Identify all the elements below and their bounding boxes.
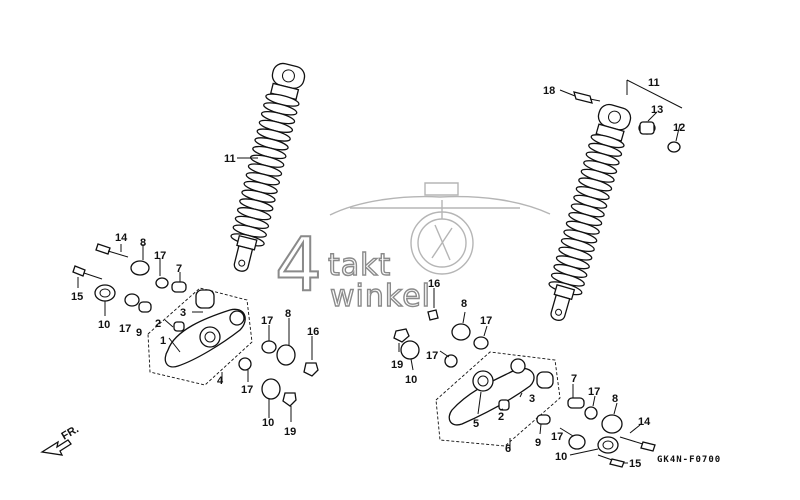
callout-17-left-top: 17	[154, 250, 166, 262]
right-top-bushings	[573, 79, 683, 153]
callout-1-left: 1	[160, 335, 166, 347]
callout-8-left-top: 8	[140, 237, 146, 249]
callout-8-left-right: 8	[285, 308, 291, 320]
callout-16-left: 16	[307, 326, 319, 338]
callout-19-left: 19	[284, 426, 296, 438]
watermark-word-winkel: winkel	[330, 279, 431, 314]
front-arrow-icon	[40, 439, 72, 456]
watermark-scooter	[329, 182, 551, 275]
callout-17-right-bottom: 17	[551, 431, 563, 443]
callout-19-right: 19	[391, 359, 403, 371]
callout-3-left: 3	[180, 307, 186, 319]
callout-12-right: 12	[673, 122, 685, 134]
callout-17-left-mid: 17	[119, 323, 131, 335]
watermark-word-takt: takt	[328, 248, 391, 283]
callout-9-left: 9	[136, 327, 142, 339]
callout-11-right: 11	[648, 77, 660, 89]
callout-18-right: 18	[543, 85, 555, 97]
right-link-assembly	[393, 309, 656, 468]
callout-7-right: 7	[571, 373, 577, 385]
front-direction-label: FR.	[60, 423, 81, 442]
callout-17-right-top: 17	[480, 315, 492, 327]
left-link-assembly	[72, 243, 319, 407]
callout-10-left-bottom: 10	[262, 417, 274, 429]
callout-17-right-left: 17	[426, 350, 438, 362]
callout-9-right: 9	[535, 437, 541, 449]
callout-3-right: 3	[529, 393, 535, 405]
right-shock-absorber	[548, 103, 632, 321]
front-direction-indicator: FR.	[40, 423, 81, 456]
callout-16-right: 16	[428, 278, 440, 290]
callout-15-right: 15	[629, 458, 641, 470]
callout-13-right: 13	[651, 104, 663, 116]
leader-lines	[77, 89, 681, 464]
callout-14-left: 14	[115, 232, 128, 244]
watermark-logo: 4 takt winkel	[274, 221, 431, 315]
callout-2-right: 2	[498, 411, 504, 423]
left-callouts: 11 14 8 17 7 15 10 17 9 3 2 1 4 17 8 16 …	[71, 153, 319, 438]
callout-10-left-top: 10	[98, 319, 110, 331]
watermark-numeral: 4	[275, 222, 322, 308]
callout-4-left: 4	[217, 375, 224, 387]
callout-10-right-top: 10	[405, 374, 417, 386]
callout-8-right-top: 8	[461, 298, 467, 310]
diagram-part-code: GK4N-F0700	[657, 455, 721, 465]
callout-17-right-mid: 17	[588, 386, 600, 398]
callout-14-right: 14	[638, 416, 651, 428]
callout-5-right: 5	[473, 418, 479, 430]
callout-11-left: 11	[224, 153, 236, 165]
callout-17-left-right: 17	[261, 315, 273, 327]
callout-8-right-bottom: 8	[612, 393, 618, 405]
callout-15-left: 15	[71, 291, 83, 303]
callout-7-left: 7	[176, 263, 182, 275]
left-shock-absorber	[230, 62, 306, 272]
callout-17-left-bottom: 17	[241, 384, 253, 396]
callout-2-left: 2	[155, 318, 161, 330]
callout-10-right-bottom: 10	[555, 451, 567, 463]
callout-6-right: 6	[505, 443, 511, 455]
right-callouts: 18 11 13 12 16 8 17 19 17 10 3 2 5 7 17 …	[391, 77, 685, 470]
